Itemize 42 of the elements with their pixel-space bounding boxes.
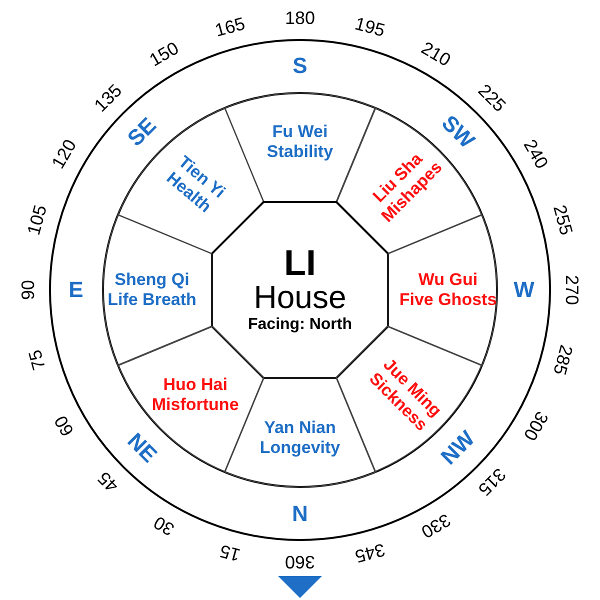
house-label: House <box>252 280 348 314</box>
sector-name: Huo Hai <box>162 374 228 395</box>
sector-name: Wu Gui <box>417 270 479 290</box>
degree-label: 360 <box>284 553 316 571</box>
direction-letter: N <box>292 503 308 525</box>
degree-label: 165 <box>212 14 246 40</box>
degree-label: 90 <box>19 280 37 300</box>
degree-label: 255 <box>550 202 576 236</box>
degree-label: 180 <box>284 9 316 27</box>
sector-name: Yan Nian <box>263 418 337 438</box>
degree-label: 300 <box>520 408 551 444</box>
direction-letter: SE <box>123 113 160 150</box>
sector-name: Fu Wei <box>271 122 329 142</box>
degree-label: 285 <box>550 344 576 378</box>
degree-label: 270 <box>563 274 581 306</box>
degree-label: 75 <box>26 348 49 372</box>
degree-label: 210 <box>418 39 454 70</box>
degree-label: 60 <box>52 412 78 440</box>
sector-meaning: Longevity <box>260 438 340 458</box>
trigram-name: LI <box>283 244 317 281</box>
facing-label: Facing: North <box>248 314 352 334</box>
degree-label: 135 <box>90 80 125 115</box>
degree-label: 195 <box>354 14 388 40</box>
degree-label: 15 <box>218 541 242 564</box>
sector-meaning: Five Ghosts <box>399 290 497 310</box>
sector-name: Sheng Qi <box>114 270 190 290</box>
degree-label: 120 <box>49 136 80 172</box>
direction-letter: NE <box>123 430 160 467</box>
degree-label: 30 <box>150 512 178 538</box>
direction-letter: S <box>292 55 308 77</box>
sector-meaning: Misfortune <box>152 394 239 415</box>
sector-meaning: Life Breath <box>108 290 196 310</box>
sector-segment <box>102 214 213 366</box>
degree-label: 105 <box>24 202 50 236</box>
direction-letter: W <box>514 279 534 301</box>
degree-label: 45 <box>94 468 122 496</box>
degree-label: 240 <box>520 136 551 172</box>
degree-label: 345 <box>354 540 388 566</box>
degree-label: 150 <box>146 39 182 70</box>
degree-label: 330 <box>418 510 454 541</box>
sector-meaning: Stability <box>266 142 334 162</box>
direction-letter: E <box>68 279 84 301</box>
